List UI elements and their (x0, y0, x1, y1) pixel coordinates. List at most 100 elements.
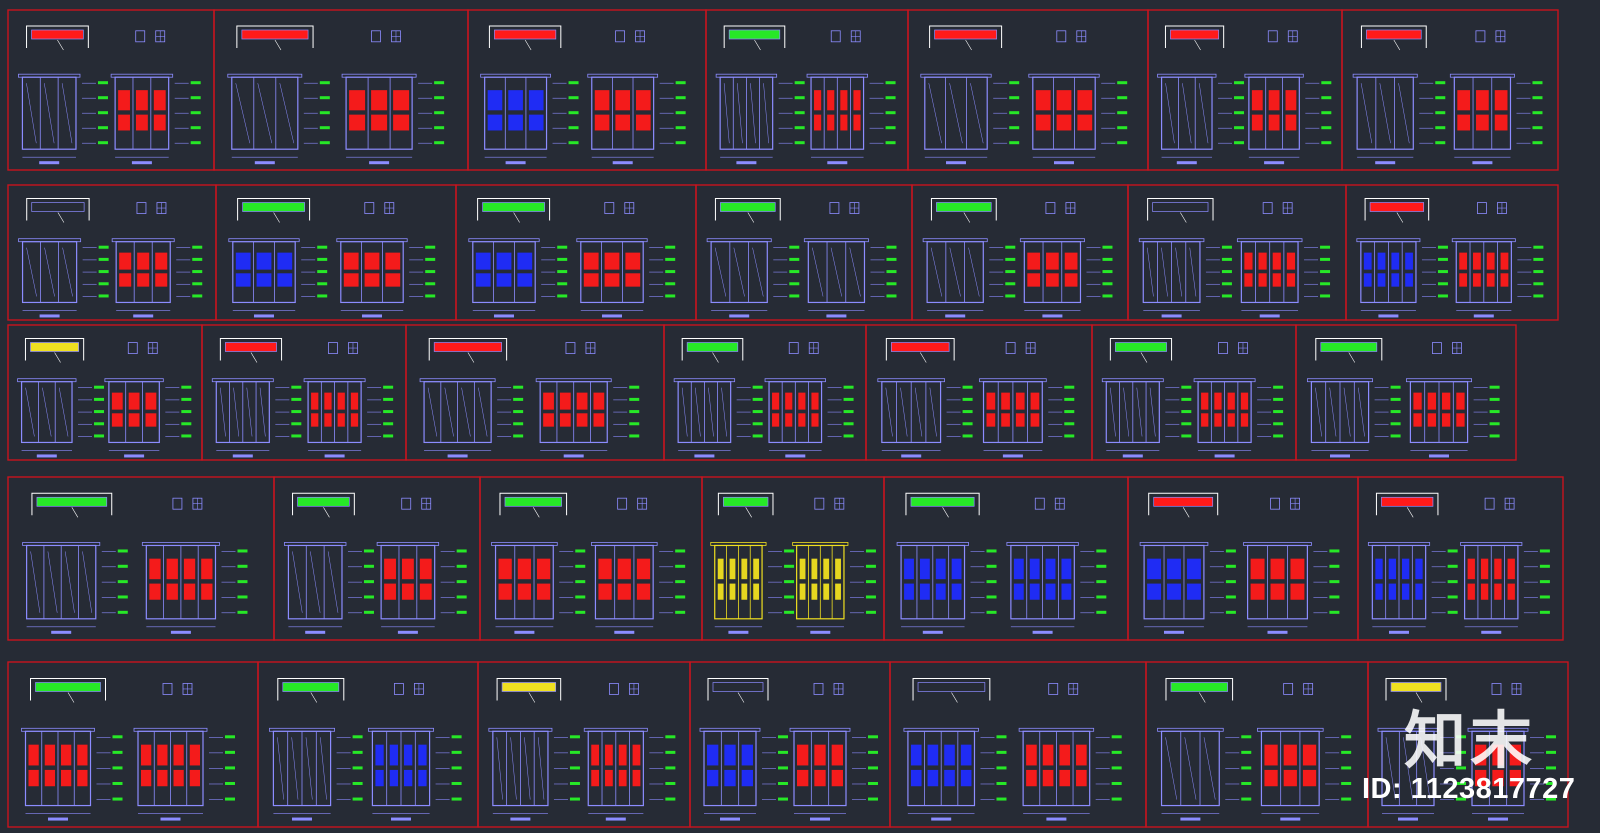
elevation-caption (391, 817, 411, 821)
dimension-label (1329, 595, 1340, 599)
door-swing-line (1149, 387, 1156, 437)
fill-block (986, 413, 996, 427)
fill-block (944, 769, 955, 787)
drawing-panel (479, 476, 703, 641)
dimension-label (1117, 81, 1128, 85)
dimension-label (1241, 781, 1252, 785)
dimension-label (1005, 282, 1016, 286)
fill-block (1500, 273, 1509, 287)
plan-cabinet (910, 496, 975, 507)
fill-block (632, 744, 641, 766)
dimension-label (962, 397, 973, 401)
drawing-panel (1127, 184, 1347, 321)
dimension-label (1225, 549, 1236, 553)
elevation-caption (1161, 314, 1182, 318)
fill-block (814, 744, 826, 766)
plan-leader (951, 692, 958, 703)
dimension-label (865, 595, 876, 599)
plan-cabinet (504, 496, 562, 507)
dimension-label (794, 111, 805, 115)
fill-block (475, 252, 491, 270)
dimension-label (192, 282, 203, 286)
plan-cabinet (1390, 682, 1442, 692)
dimension-label (352, 781, 363, 785)
dimension-label (665, 766, 676, 770)
dimension-label (456, 610, 467, 614)
dimension-label (865, 610, 876, 614)
dimension-label (1234, 81, 1245, 85)
fill-block (28, 769, 39, 787)
fill-block (1250, 558, 1265, 580)
elevation-caption (901, 454, 922, 458)
dimension-label (1435, 141, 1446, 145)
dimension-label (192, 270, 203, 274)
door-swing-line (62, 247, 73, 297)
dimension-label (789, 270, 800, 274)
fill-block (944, 744, 955, 766)
dimension-label (513, 397, 524, 401)
elevation-caption (1259, 314, 1280, 318)
detail-key (127, 342, 138, 354)
drawing-panel (215, 184, 457, 321)
fill-block (840, 90, 848, 111)
dimension-label (1390, 434, 1401, 438)
drawing-panel (7, 661, 259, 828)
drawing-panel (7, 184, 217, 321)
elevation-outline (703, 730, 757, 807)
dimension-label (1533, 245, 1544, 249)
dimension-label (1241, 766, 1252, 770)
drawing-panel (907, 9, 1149, 171)
dimension-label (1489, 397, 1500, 401)
fill-block (111, 413, 123, 427)
fill-block (741, 583, 748, 600)
fill-block (404, 744, 413, 766)
plan-cabinet (1366, 29, 1422, 40)
elevation-caption (1267, 630, 1288, 634)
elevation-top (1028, 73, 1100, 78)
elevation-outline (472, 241, 536, 304)
elevation-top (1244, 73, 1304, 78)
fill-block (1059, 744, 1071, 766)
dimension-label (1539, 595, 1550, 599)
plan-cabinet (35, 682, 101, 692)
elevation-outline (340, 241, 404, 304)
dimension-label (225, 735, 235, 739)
elevation-caption (305, 630, 326, 634)
fill-block (364, 252, 380, 270)
detail-key (1477, 202, 1487, 214)
fill-block (594, 90, 610, 111)
dimension-label (1341, 797, 1352, 801)
door-swing-line (1184, 737, 1197, 800)
fill-block (1186, 583, 1201, 600)
dimension-label (319, 126, 330, 130)
fill-block (1363, 252, 1372, 270)
fill-block (797, 769, 809, 787)
elevation-caption (614, 630, 635, 634)
fill-block (517, 252, 533, 270)
dimension-label (1117, 96, 1128, 100)
drawing-panel (1145, 661, 1369, 828)
fill-block (1244, 273, 1253, 287)
plan-wall (236, 25, 314, 48)
elevation-caption (254, 161, 275, 165)
dimension-label (1390, 410, 1401, 414)
dimension-label (868, 797, 878, 801)
fill-block (1413, 413, 1422, 427)
dimension-label (665, 781, 676, 785)
elevation-top (576, 238, 648, 243)
plan-leader (323, 507, 330, 518)
dimension-label (112, 735, 123, 739)
fill-block (1030, 392, 1040, 410)
door-swing-line (928, 83, 942, 144)
dimension-label (675, 126, 686, 130)
door-swing-line (1403, 737, 1413, 800)
dimension-label (1341, 750, 1352, 754)
plan-cabinet (1115, 342, 1167, 352)
fill-block (1375, 583, 1383, 600)
fill-block (61, 744, 72, 766)
dimension-label (225, 750, 235, 754)
dimension-label (1102, 282, 1113, 286)
fill-block (384, 558, 396, 580)
plan-leader (1415, 692, 1423, 703)
plan-leader (747, 212, 755, 223)
